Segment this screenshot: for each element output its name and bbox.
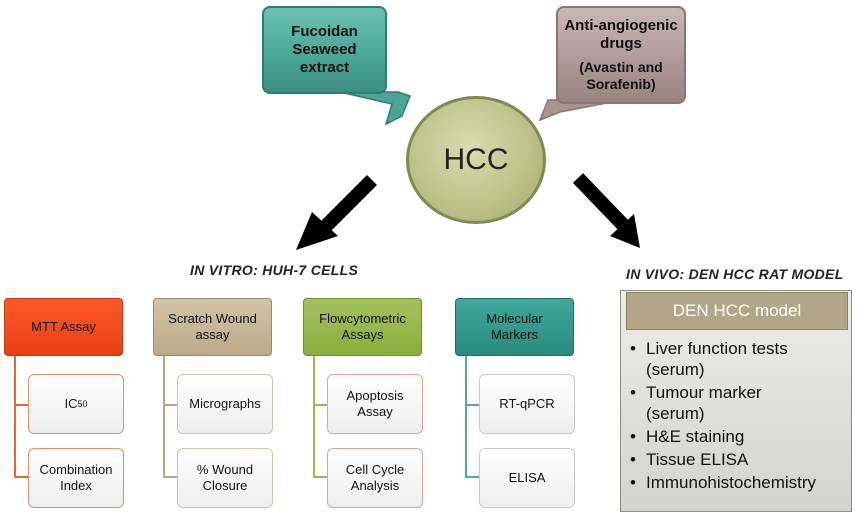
combination-index-box: Combination Index xyxy=(28,448,124,508)
arrow-to-in-vivo xyxy=(572,173,640,248)
list-item: •H&E staining xyxy=(630,427,745,446)
den-model-header: DEN HCC model xyxy=(626,292,848,330)
flowcytometric-header: Flowcytometric Assays xyxy=(303,298,422,356)
micrographs-box: Micrographs xyxy=(177,374,273,434)
cell-cycle-box: Cell Cycle Analysis xyxy=(327,448,423,508)
wound-closure-box: % Wound Closure xyxy=(177,448,273,508)
apoptosis-assay-box: Apoptosis Assay xyxy=(327,374,423,434)
fucoidan-pointer xyxy=(339,91,411,126)
fucoidan-label: Fucoidan Seaweed extract xyxy=(291,23,358,76)
anti-angiogenic-box: Anti-angiogenic drugs (Avastin and Soraf… xyxy=(556,6,686,104)
list-item: •Tumour marker (serum) xyxy=(630,383,762,423)
list-item: •Immunohistochemistry xyxy=(630,473,817,492)
rt-qpcr-box: RT-qPCR xyxy=(479,374,575,434)
den-model-list: •Liver function tests (serum) •Tumour ma… xyxy=(630,338,856,495)
molecular-markers-header: Molecular Markers xyxy=(455,298,574,356)
anti-angiogenic-title: Anti-angiogenic drugs xyxy=(564,17,678,52)
in-vitro-title-text: IN VITRO: HUH-7 CELLS xyxy=(190,262,359,278)
scratch-wound-header: Scratch Wound assay xyxy=(153,298,272,356)
in-vitro-title: IN VITRO: HUH-7 CELLS xyxy=(190,262,358,278)
in-vivo-title-text: IN VIVO: DEN HCC RAT MODEL xyxy=(626,266,844,282)
anti-angiogenic-sub: (Avastin and Sorafenib) xyxy=(579,59,663,92)
fucoidan-box: Fucoidan Seaweed extract xyxy=(262,6,387,94)
list-item: •Liver function tests (serum) xyxy=(630,339,788,379)
elisa-box: ELISA xyxy=(479,448,575,508)
list-item: •Tissue ELISA xyxy=(630,450,749,469)
hcc-circle: HCC xyxy=(406,96,546,224)
mtt-assay-header: MTT Assay xyxy=(4,298,123,356)
in-vivo-title: IN VIVO: DEN HCC RAT MODEL xyxy=(626,266,844,282)
arrow-to-in-vitro xyxy=(296,175,377,250)
